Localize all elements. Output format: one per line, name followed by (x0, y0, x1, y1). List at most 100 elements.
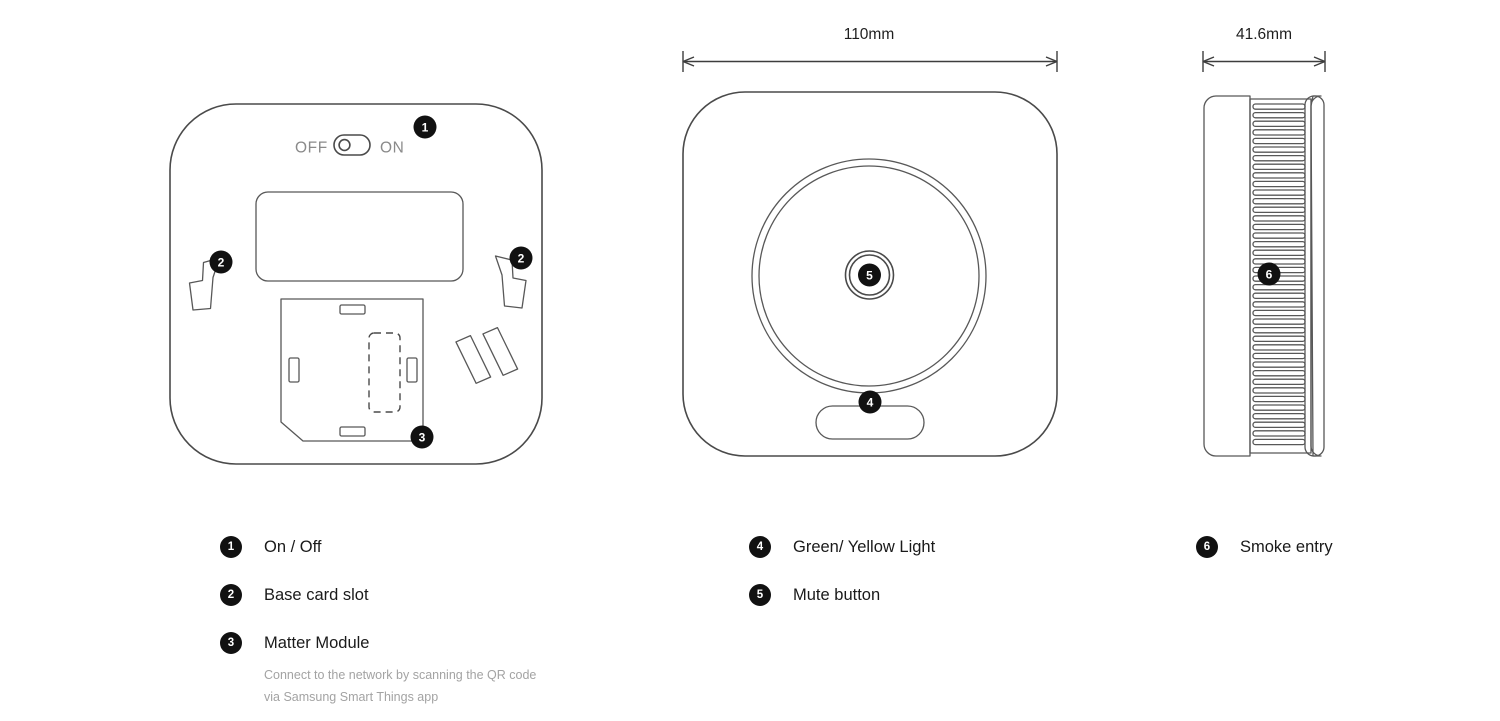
vent-fin (1252, 326, 1306, 334)
mute-button-inner-ring[interactable] (848, 254, 891, 296)
mute-button-outer-ring[interactable] (844, 250, 895, 300)
legend-label-3: Matter Module (264, 634, 370, 652)
legend-label-2: Base card slot (264, 586, 369, 604)
svg-text:4: 4 (867, 396, 874, 410)
vent-fin (1252, 421, 1306, 429)
side-view: 6 (1202, 51, 1326, 457)
label-plate (255, 191, 464, 282)
compartment-notch-right (406, 357, 418, 383)
vent-fin (1252, 240, 1306, 248)
switch-on-label: ON (380, 140, 404, 157)
legend-column-middle: 4 Green/ Yellow Light 5 Mute button (749, 535, 935, 631)
legend-badge-6: 6 (1196, 536, 1218, 558)
vent-fin (1252, 301, 1306, 308)
compartment-tab-bottom (339, 426, 366, 437)
legend-column-right: 6 Smoke entry (1196, 535, 1333, 583)
legend-label-6: Smoke entry (1240, 538, 1333, 556)
vent-fin (1252, 232, 1306, 239)
vent-fin (1252, 163, 1306, 171)
vent-fin (1252, 412, 1306, 420)
vent-fin (1252, 103, 1306, 110)
front-body-outline (682, 91, 1058, 457)
legend-badge-1: 1 (220, 536, 242, 558)
vent-fin (1252, 137, 1306, 145)
svg-text:2: 2 (218, 256, 225, 270)
svg-text:3: 3 (419, 431, 426, 445)
vent-fin (1252, 309, 1306, 317)
legend-badge-4: 4 (749, 536, 771, 558)
vent-fin (1252, 361, 1306, 368)
vent-fin (1252, 344, 1306, 351)
legend-label-5: Mute button (793, 586, 881, 604)
vent-fin (1252, 215, 1306, 222)
diagonal-slot-a (455, 334, 492, 384)
vent-fin (1252, 292, 1306, 300)
power-switch[interactable] (333, 134, 371, 156)
speaker-ring-inner (758, 165, 980, 387)
legend-item-6: 6 Smoke entry (1196, 535, 1333, 559)
back-body-outline (169, 103, 543, 465)
vent-fin (1252, 146, 1306, 153)
svg-text:1: 1 (422, 121, 429, 135)
callout-badge-2-left: 2 (209, 250, 233, 274)
compartment-tab-top (339, 304, 366, 315)
legend-item-4: 4 Green/ Yellow Light (749, 535, 935, 559)
legend-badge-2: 2 (220, 584, 242, 606)
vent-fin (1252, 335, 1306, 343)
vent-fin (1252, 352, 1306, 360)
vent-fin (1252, 249, 1306, 257)
side-cover-strip-outline (1304, 95, 1325, 457)
vent-fin (1252, 283, 1306, 291)
width-dimension-line (682, 51, 1058, 72)
legend-note-3: Connect to the network by scanning the Q… (264, 668, 537, 704)
legend-item-2: 2 Base card slot (220, 583, 536, 607)
side-body-block (1203, 95, 1251, 457)
vent-fin (1252, 180, 1306, 188)
vent-fin (1252, 154, 1306, 162)
matter-module-outline (368, 332, 401, 413)
legend-label-4: Green/ Yellow Light (793, 538, 936, 556)
legend-label-1: On / Off (264, 538, 322, 556)
diagonal-slot-b (482, 326, 519, 376)
vent-fin (1252, 438, 1306, 446)
legend-item-1: 1 On / Off (220, 535, 536, 559)
callout-badge-4: 4 (858, 390, 882, 414)
compartment-notch-left (288, 357, 300, 383)
vent-fin (1252, 223, 1306, 231)
vent-fin (1252, 111, 1306, 119)
switch-knob[interactable] (338, 138, 351, 152)
depth-dimension-label: 41.6mm (1236, 26, 1292, 43)
depth-dimension-line (1202, 51, 1326, 72)
vent-fin (1252, 120, 1306, 128)
vent-fin (1252, 395, 1306, 403)
vent-fin (1252, 404, 1306, 411)
vent-fin (1252, 258, 1306, 265)
vent-fin (1252, 430, 1306, 437)
legend-badge-5: 5 (749, 584, 771, 606)
side-cover-strip (1310, 95, 1322, 457)
svg-text:2: 2 (518, 252, 525, 266)
vent-fin (1252, 172, 1306, 179)
legend-item-3: 3 Matter Module (220, 631, 536, 655)
callout-badge-5: 5 (858, 263, 881, 287)
callout-badge-6: 6 (1257, 262, 1281, 286)
legend-badge-3: 3 (220, 632, 242, 654)
vent-fin (1252, 387, 1306, 394)
vent-fin (1252, 369, 1306, 377)
battery-compartment (280, 298, 424, 442)
callout-badge-2-right: 2 (509, 246, 533, 270)
callout-badge-3: 3 (410, 425, 434, 449)
switch-track[interactable] (333, 134, 371, 156)
callout-badge-1: 1 (413, 115, 437, 139)
back-view: 1 2 2 3 (169, 103, 543, 465)
vent-fin (1252, 197, 1306, 205)
mounting-clip-left (188, 257, 221, 311)
vent-fin (1252, 378, 1306, 386)
svg-text:6: 6 (1266, 268, 1273, 282)
side-vent-housing (1249, 98, 1312, 454)
vent-fin (1252, 129, 1306, 136)
front-view: 5 4 (682, 51, 1058, 457)
